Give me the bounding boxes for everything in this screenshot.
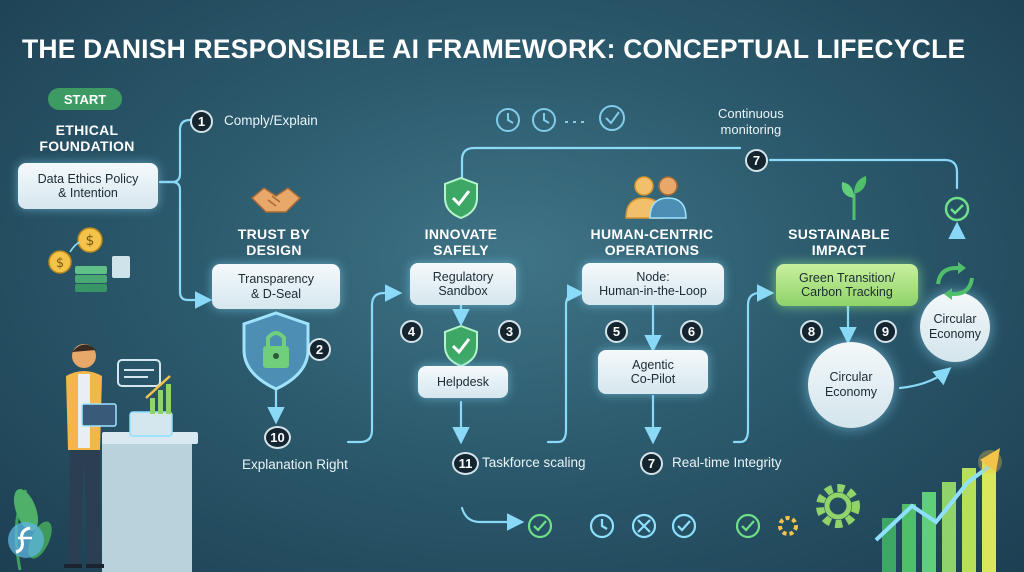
- innovate-safely-heading: INNOVATE SAFELY: [424, 226, 498, 259]
- green-transition-box[interactable]: Green Transition/ Carbon Tracking: [776, 264, 918, 306]
- coins-icon: $ $: [48, 227, 130, 292]
- human-in-the-loop-box[interactable]: Node: Human-in-the-Loop: [582, 263, 724, 305]
- person-at-desk-illustration: [13, 344, 198, 572]
- agentic-co-pilot-box[interactable]: Agentic Co-Pilot: [598, 350, 708, 394]
- people-icon: [625, 176, 687, 219]
- sprout-icon: [841, 176, 867, 220]
- step-badge-8: 8: [800, 320, 823, 343]
- shield-lock-icon: [242, 311, 310, 391]
- bottom-status-icons: [527, 513, 798, 539]
- step-badge-2: 2: [308, 338, 331, 361]
- taskforce-scaling-label: Taskforce scaling: [482, 455, 586, 470]
- gear-icon: [816, 484, 860, 528]
- step-badge-7-integrity: 7: [640, 452, 663, 475]
- handshake-icon: [250, 187, 302, 213]
- check-circle-icon: [944, 196, 970, 222]
- sustainable-impact-heading: SUSTAINABLE IMPACT: [788, 226, 890, 259]
- step-badge-7-monitoring: 7: [745, 149, 768, 172]
- svg-text:$: $: [56, 256, 64, 271]
- svg-text:$: $: [86, 233, 95, 249]
- continuous-monitoring-label: Continuous monitoring: [718, 106, 784, 137]
- step-badge-10: 10: [264, 426, 291, 449]
- step-badge-3: 3: [498, 320, 521, 343]
- data-ethics-policy-box[interactable]: Data Ethics Policy & Intention: [18, 163, 158, 209]
- growth-chart-icon: [874, 448, 1002, 572]
- step-badge-1: 1: [190, 110, 213, 133]
- circular-economy-node-2[interactable]: Circular Economy: [920, 292, 990, 362]
- step-badge-9: 9: [874, 320, 897, 343]
- human-centric-heading: HUMAN-CENTRIC OPERATIONS: [590, 226, 714, 259]
- page-title: THE DANISH RESPONSIBLE AI FRAMEWORK: CON…: [22, 34, 966, 64]
- shield-check-icon-2: [444, 324, 478, 368]
- recycle-icon: [936, 262, 974, 300]
- step-badge-4: 4: [400, 320, 423, 343]
- step-badge-6: 6: [680, 320, 703, 343]
- start-badge: START: [48, 88, 122, 110]
- ethical-foundation-heading: ETHICAL FOUNDATION: [39, 122, 135, 155]
- transparency-d-seal-box[interactable]: Transparency & D-Seal: [212, 264, 340, 309]
- helpdesk-box[interactable]: Helpdesk: [418, 366, 508, 398]
- comply-explain-label: Comply/Explain: [224, 113, 318, 128]
- watermark-logo: [8, 522, 44, 558]
- circular-economy-node[interactable]: Circular Economy: [808, 342, 894, 428]
- step-badge-11: 11: [452, 452, 479, 475]
- regulatory-sandbox-box[interactable]: Regulatory Sandbox: [410, 263, 516, 305]
- trust-by-design-heading: TRUST BY DESIGN: [237, 226, 311, 259]
- shield-check-icon: [444, 176, 478, 220]
- explanation-right-label: Explanation Right: [242, 457, 348, 472]
- real-time-integrity-label: Real-time Integrity: [672, 455, 782, 470]
- step-badge-5: 5: [605, 320, 628, 343]
